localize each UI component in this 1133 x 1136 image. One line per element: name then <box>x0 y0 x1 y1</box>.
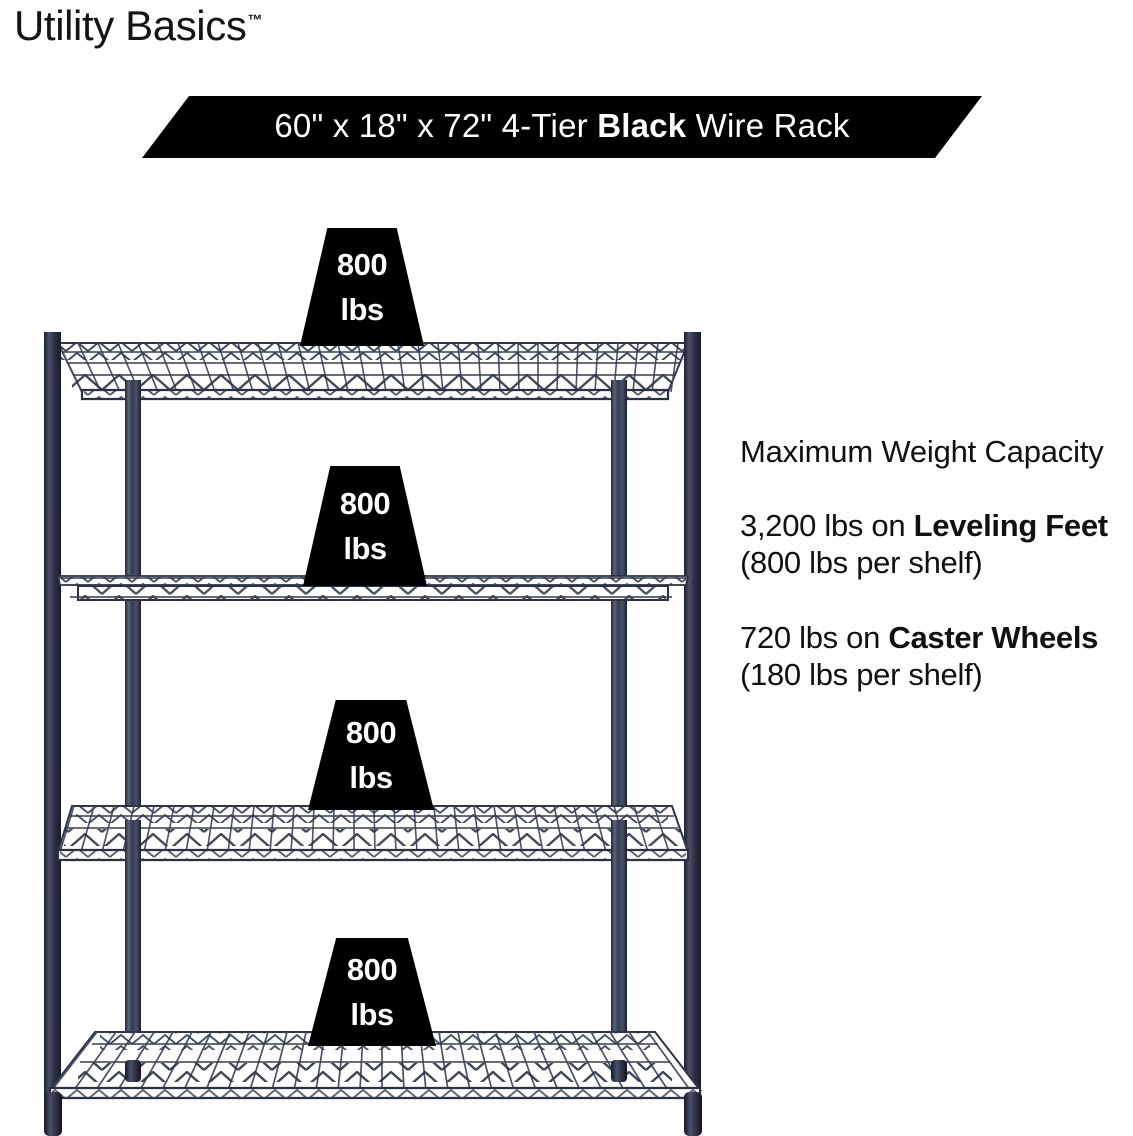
wire-rack-illustration <box>44 332 703 1136</box>
banner-tier: 4-Tier <box>501 107 588 144</box>
leveling-lead: 3,200 lbs on <box>740 507 914 543</box>
trademark-icon: ™ <box>247 12 263 29</box>
badge-unit: lbs <box>340 292 384 327</box>
brand-name: Utility Basics <box>14 2 247 49</box>
shelf-tier-1 <box>56 342 690 401</box>
caster-bold: Caster Wheels <box>888 619 1099 655</box>
caster-wheels-capacity: 720 lbs on Caster Wheels (180 lbs per sh… <box>740 620 1130 694</box>
rack-rear-posts <box>44 332 701 1102</box>
capacity-heading: Maximum Weight Capacity <box>740 434 1104 469</box>
shelf-tier-4 <box>47 1031 703 1100</box>
badge-number: 800 <box>339 486 391 521</box>
banner-dimensions: 60" x 18" x 72" <box>274 107 493 144</box>
badge-unit: lbs <box>350 997 394 1032</box>
brand-logo: Utility Basics™ <box>14 2 262 50</box>
leveling-feet <box>44 1060 702 1136</box>
banner-color-word: Black <box>597 107 687 144</box>
leveling-bold: Leveling Feet <box>913 507 1109 543</box>
caster-tail: (180 lbs per shelf) <box>740 656 983 692</box>
leveling-tail: (800 lbs per shelf) <box>740 544 983 580</box>
badge-unit: lbs <box>343 531 387 566</box>
badge-number: 800 <box>336 247 388 282</box>
badge-number: 800 <box>345 715 397 750</box>
leveling-feet-capacity: 3,200 lbs on Leveling Feet (800 lbs per … <box>740 508 1130 582</box>
post-cap-right <box>684 332 701 360</box>
banner-product: Wire Rack <box>695 107 850 144</box>
caster-lead: 720 lbs on <box>740 619 889 655</box>
badge-number: 800 <box>346 952 398 987</box>
capacity-info-panel: Maximum Weight Capacity 3,200 lbs on Lev… <box>740 434 1130 693</box>
post-cap-left <box>44 332 61 360</box>
title-banner <box>142 96 982 158</box>
rack-front-posts-lower <box>125 820 627 1070</box>
badge-unit: lbs <box>349 760 393 795</box>
shelf-tier-3 <box>56 805 690 862</box>
title-banner-text: 60" x 18" x 72" 4-Tier Black Wire Rack <box>142 96 982 158</box>
